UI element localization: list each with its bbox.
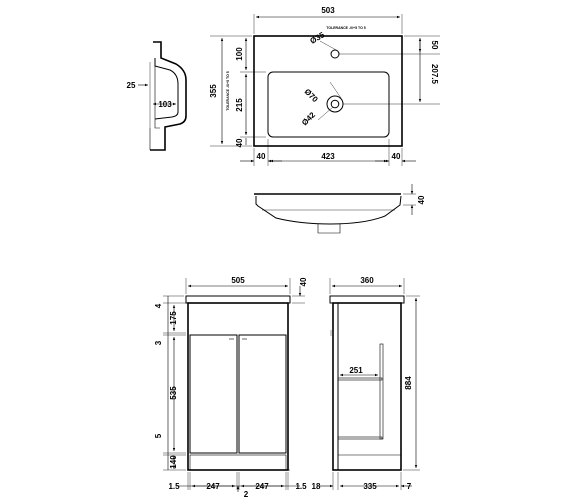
- side-worktop: [329, 295, 405, 304]
- dim-right-margin: 40: [392, 152, 401, 161]
- waste-inner: [330, 99, 340, 109]
- cabinet-front-view: 505 40 4 175 3 535 5 140 1.5 247: [154, 276, 308, 499]
- tap-hole: [330, 49, 340, 59]
- dim-side-depth: 360: [360, 276, 374, 285]
- cabinet-body: [187, 302, 289, 471]
- tolerance-top: TOLERANCE -0/+5 TO 5: [326, 26, 366, 30]
- dim-front-offset: 7: [407, 482, 412, 491]
- dim-side-height: 884: [404, 376, 413, 390]
- dim-door-left-width: 247: [206, 482, 220, 491]
- dim-tap-hole: Ø35: [309, 30, 327, 46]
- dim-shelf-depth: 251: [349, 366, 363, 375]
- dim-side-right: 1.5: [295, 482, 307, 491]
- basin-section-inner: [154, 58, 179, 120]
- basin-outline: [253, 35, 403, 147]
- dim-worktop-thickness: 40: [299, 277, 308, 286]
- door-right: [238, 334, 287, 454]
- dim-bottom-gap: 5: [154, 433, 163, 438]
- dim-rim-height: 25: [127, 81, 136, 90]
- dim-drawer-height: 175: [169, 311, 178, 325]
- door-left: [189, 334, 238, 454]
- side-body: [332, 302, 402, 471]
- bowl-outline: [267, 71, 390, 138]
- side-shelf-lower: [337, 436, 383, 440]
- dim-bowl-depth: 103: [158, 100, 172, 109]
- dim-door-height: 535: [169, 386, 178, 400]
- dim-plinth: 140: [169, 455, 178, 469]
- dim-basin-thickness: 40: [417, 195, 426, 204]
- dim-waste-outer: Ø70: [303, 87, 320, 104]
- dim-depth-to-waste: 207.5: [430, 64, 439, 85]
- basin-section-view: 25 103: [127, 41, 187, 151]
- dim-basin-width: 503: [321, 6, 335, 15]
- dim-tap-offset: 50: [430, 41, 439, 50]
- dim-side-left: 1.5: [168, 482, 180, 491]
- side-partition: [379, 343, 384, 440]
- basin-top-view: 503 TOLERANCE -0/+5 TO 5 Ø35 Ø70 Ø42 50 …: [209, 6, 440, 166]
- dim-depth-bowl: 215: [235, 98, 244, 112]
- dim-mid-gap: 3: [154, 340, 163, 345]
- cabinet-side-view: 360 251 884 18 335 7: [312, 276, 420, 491]
- dim-top-gap: 4: [154, 303, 163, 308]
- basin-front-body: [255, 195, 402, 225]
- basin-waste-trap: [317, 224, 341, 234]
- dim-door-gap: 2: [244, 490, 249, 499]
- waste-outer: [326, 95, 344, 113]
- dim-back-offset: 18: [312, 482, 321, 491]
- cabinet-plinth: [189, 454, 287, 471]
- dim-depth-top-margin: 100: [235, 47, 244, 61]
- dim-body-depth: 335: [363, 482, 377, 491]
- basin-section-outer: [150, 41, 187, 151]
- dim-waste-inner: Ø42: [300, 110, 317, 127]
- dim-depth-bottom-margin: 40: [235, 138, 244, 147]
- dim-cabinet-width: 505: [231, 276, 245, 285]
- dim-door-right-width: 247: [255, 482, 269, 491]
- tolerance-side: TOLERANCE -0/+5 TO 5: [226, 71, 230, 111]
- dim-left-margin: 40: [257, 152, 266, 161]
- dim-depth-total: 355: [209, 84, 218, 98]
- basin-front-view: 40: [254, 184, 426, 234]
- side-shelf-upper: [337, 377, 383, 381]
- cabinet-worktop: [185, 295, 291, 304]
- dim-bowl-width: 423: [321, 152, 335, 161]
